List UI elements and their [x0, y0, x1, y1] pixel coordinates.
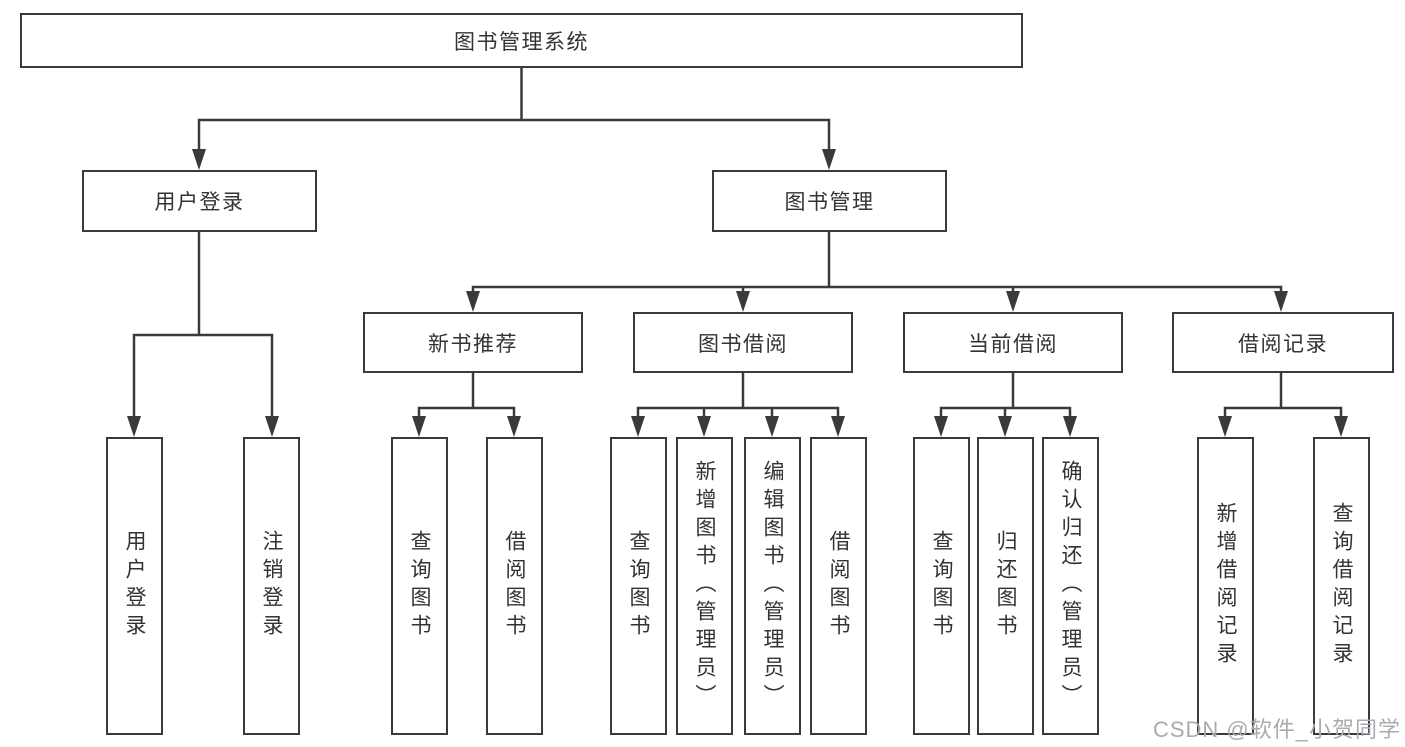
leaf-label: 新增借阅记录	[1214, 502, 1237, 670]
node-book-management-branch: 图书管理	[712, 170, 947, 232]
node-label: 图书借阅	[698, 332, 788, 356]
node-library-management-system: 图书管理系统	[20, 13, 1023, 68]
leaf-label: 新增图书（管理员）	[693, 460, 716, 712]
node-label: 借阅记录	[1238, 332, 1328, 356]
leaf-label: 注销登录	[260, 530, 283, 642]
node-label: 用户登录	[154, 191, 245, 214]
leaf-label: 查询图书	[627, 530, 650, 642]
node-borrowing-records: 借阅记录	[1172, 312, 1394, 373]
leaf-logout: 注销登录	[243, 437, 300, 735]
leaf-label: 查询借阅记录	[1330, 502, 1353, 670]
leaf-label: 确认归还（管理员）	[1059, 460, 1082, 712]
leaf-query-books-current: 查询图书	[913, 437, 970, 735]
leaf-user-login: 用户登录	[106, 437, 163, 735]
leaf-confirm-return-admin: 确认归还（管理员）	[1042, 437, 1099, 735]
node-label: 当前借阅	[968, 332, 1058, 356]
node-label: 新书推荐	[428, 332, 518, 356]
leaf-borrow-books-newbook: 借阅图书	[486, 437, 543, 735]
leaf-query-books-newbook: 查询图书	[391, 437, 448, 735]
leaf-label: 用户登录	[123, 530, 146, 642]
leaf-query-books-borrowing: 查询图书	[610, 437, 667, 735]
leaf-borrow-books: 借阅图书	[810, 437, 867, 735]
leaf-label: 借阅图书	[503, 530, 526, 642]
leaf-label: 借阅图书	[827, 530, 850, 642]
csdn-watermark: CSDN @软件_小贺同学	[1152, 717, 1401, 742]
node-current-borrowing: 当前借阅	[903, 312, 1123, 373]
leaf-add-borrow-record: 新增借阅记录	[1197, 437, 1254, 735]
node-book-borrowing: 图书借阅	[633, 312, 853, 373]
leaf-edit-books-admin: 编辑图书（管理员）	[744, 437, 801, 735]
leaf-label: 查询图书	[930, 530, 953, 642]
leaf-label: 归还图书	[994, 530, 1017, 642]
leaf-add-books-admin: 新增图书（管理员）	[676, 437, 733, 735]
leaf-return-books: 归还图书	[977, 437, 1034, 735]
leaf-label: 编辑图书（管理员）	[761, 460, 784, 712]
leaf-label: 查询图书	[408, 530, 431, 642]
leaf-query-borrow-record: 查询借阅记录	[1313, 437, 1370, 735]
node-new-book-recommendation: 新书推荐	[363, 312, 583, 373]
node-label: 图书管理系统	[454, 30, 589, 54]
node-user-login-branch: 用户登录	[82, 170, 317, 232]
node-label: 图书管理	[784, 191, 875, 214]
